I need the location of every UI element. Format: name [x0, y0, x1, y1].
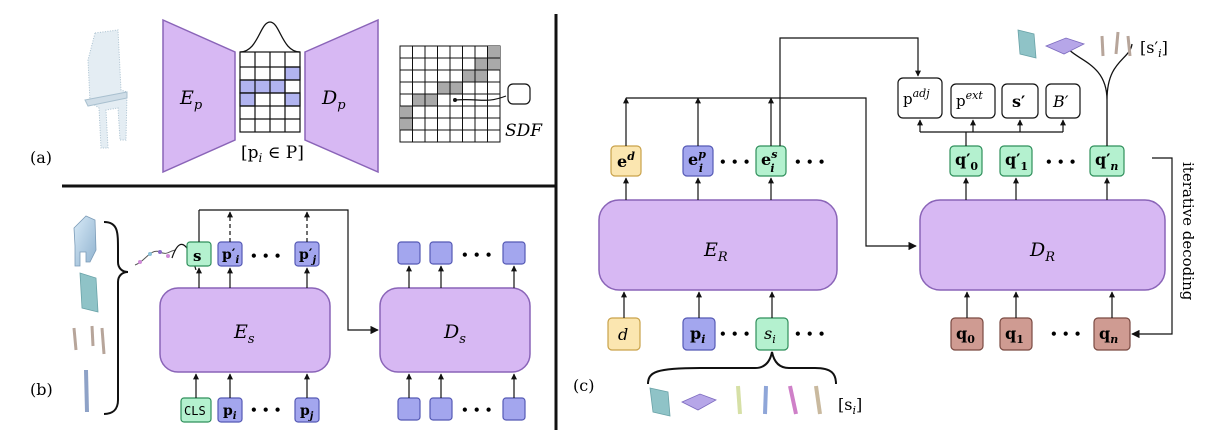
svg-text:pi: pi	[223, 403, 237, 422]
svg-text:pi: pi	[690, 324, 705, 346]
panel-b: (b) Es s p′i • • • p′j	[30, 209, 531, 423]
es-to-padj-arrow	[779, 37, 921, 146]
es-input-dots: • • •	[250, 403, 281, 417]
sdf-label: SDF	[505, 121, 543, 141]
svg-text:Ep: Ep	[179, 87, 203, 113]
sdf-query-arrow	[454, 95, 507, 101]
head-s-box	[1001, 83, 1039, 119]
encoder-ep-label: E	[179, 87, 194, 109]
es-output-dots: • • •	[250, 249, 281, 263]
encoder-er-label: E	[703, 239, 718, 261]
svg-text:ed: ed	[617, 150, 635, 171]
svg-text:esi: esi	[761, 148, 777, 175]
iterative-decoding-label: iterative decoding	[1179, 162, 1197, 301]
input-set-brace	[647, 351, 837, 385]
svg-text:pext: pext	[956, 89, 983, 110]
svg-text:q′0: q′0	[955, 150, 978, 173]
panel-b-label: (b)	[30, 380, 53, 399]
svg-text:DR: DR	[1029, 239, 1055, 265]
memory-line	[626, 97, 917, 251]
pointcloud-chair-image	[84, 29, 128, 149]
parts-brace	[103, 221, 129, 415]
iterative-loop-arrow	[1131, 157, 1173, 339]
decoder-dp-label: D	[321, 87, 337, 109]
ds-output-dots: • • •	[461, 248, 492, 262]
encoder-es-block	[159, 287, 331, 373]
ds-input-tokens	[397, 397, 526, 421]
svg-text:ER: ER	[703, 239, 728, 265]
svg-text:Ds: Ds	[443, 321, 466, 347]
sdf-output-box	[507, 83, 531, 105]
svg-text:Es: Es	[233, 321, 255, 347]
svg-text:d: d	[618, 325, 628, 344]
latent-grid	[239, 51, 301, 133]
encoder-er-block	[598, 199, 838, 291]
panel-a-label: (a)	[30, 148, 52, 167]
ds-output-tokens	[397, 241, 526, 265]
svg-text:s: s	[193, 247, 201, 265]
decoder-dr-label: D	[1029, 239, 1045, 261]
head-padj-box	[897, 77, 943, 119]
svg-text:q0: q0	[956, 324, 975, 346]
svg-text:Dp: Dp	[321, 87, 346, 113]
svg-text:epi: epi	[688, 148, 706, 175]
decoder-dr-block	[919, 199, 1166, 291]
latent-caption: [pi ∈ P]	[241, 143, 304, 165]
svg-text:padj: padj	[903, 87, 930, 108]
svg-text:si: si	[764, 324, 776, 346]
er-output-dots-1: • • •	[719, 155, 750, 169]
svg-text:CLS: CLS	[184, 404, 206, 418]
head-b-box	[1045, 83, 1081, 119]
encoder-es-label: E	[233, 321, 248, 343]
svg-text:qn: qn	[1099, 324, 1118, 346]
svg-text:q′n: q′n	[1095, 150, 1118, 173]
input-set-label: [si]	[838, 395, 862, 417]
dr-input-dots: • • •	[1050, 327, 1081, 341]
er-input-dots-2: • • •	[794, 327, 825, 341]
head-pext-box	[950, 83, 996, 119]
output-part-images	[1017, 29, 1132, 59]
gaussian-curve	[239, 21, 301, 53]
svg-text:B′: B′	[1052, 92, 1069, 111]
svg-text:s′: s′	[1012, 92, 1025, 111]
input-part-images	[649, 385, 822, 417]
dr-output-dots: • • •	[1045, 155, 1076, 169]
encoder-ep-trapezoid	[162, 18, 236, 174]
ds-input-dots: • • •	[461, 403, 492, 417]
er-input-dots-1: • • •	[719, 327, 750, 341]
part-images	[72, 215, 106, 413]
decoder-dp-trapezoid	[304, 18, 379, 174]
output-q1-token	[999, 145, 1033, 177]
output-set-label: [s′i]	[1140, 38, 1168, 60]
decoder-ds-label: D	[443, 321, 459, 343]
svg-text:p′i: p′i	[222, 247, 239, 266]
er-output-dots-2: • • •	[794, 155, 825, 169]
svg-text:p′j: p′j	[299, 247, 316, 266]
s-to-ds-arrow	[199, 209, 379, 335]
decoder-ds-block	[379, 287, 531, 373]
panel-a: (a) Ep [pi ∈ P] Dp	[30, 18, 543, 174]
sdf-grid	[399, 45, 501, 143]
svg-text:q1: q1	[1005, 324, 1024, 346]
svg-text:pj: pj	[300, 403, 314, 422]
panel-c-label: (c)	[573, 376, 594, 395]
svg-text:q′1: q′1	[1005, 150, 1028, 173]
